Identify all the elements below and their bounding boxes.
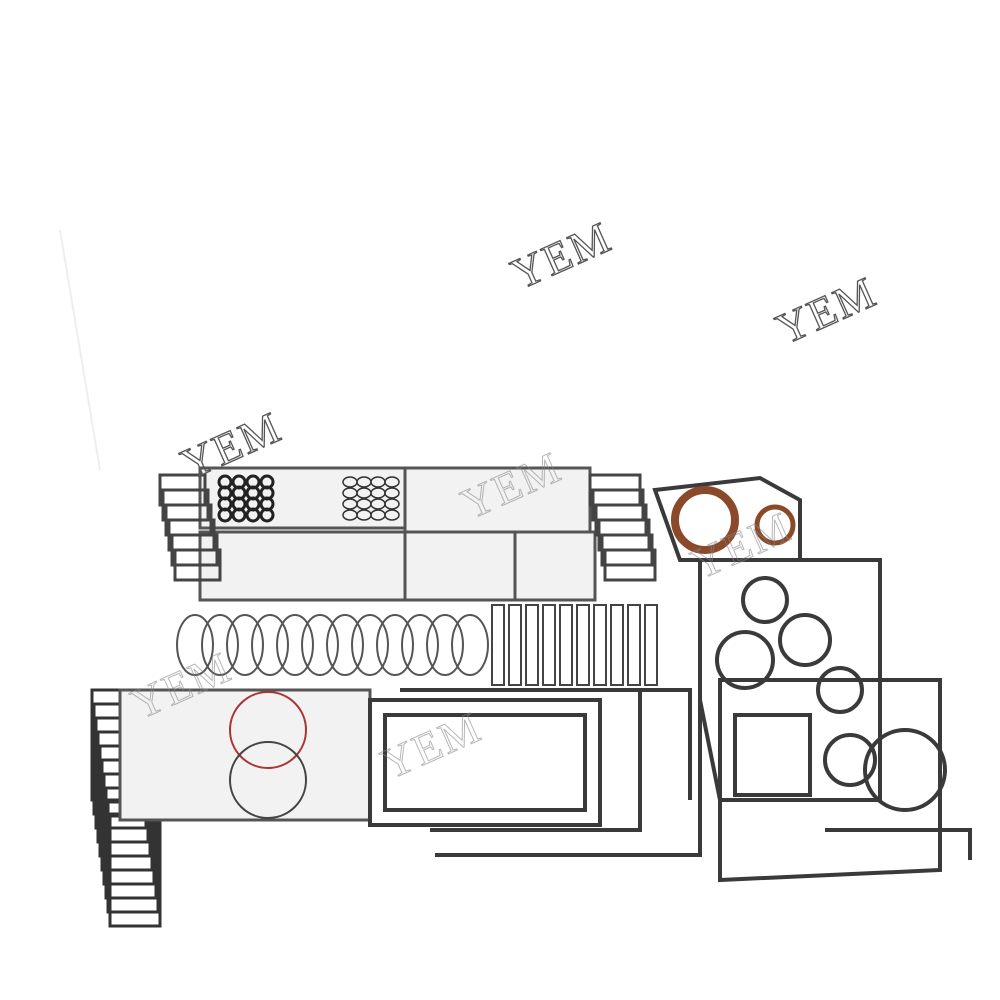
manifold-gasket [610,604,624,686]
manifold-gasket [644,604,658,686]
manifold-gasket [525,604,539,686]
cover-gasket [173,548,222,582]
head-gasket [451,614,489,676]
manifold-gasket [559,604,573,686]
manifold-gasket [627,604,641,686]
o-ring [259,507,275,523]
o-ring [384,476,400,488]
o-ring [217,507,233,523]
rectangular-gaskets-left [90,473,657,928]
head-gasket [301,614,339,676]
head-gasket [401,614,439,676]
backdrop-edge [59,229,101,471]
manifold-gasket [508,604,522,686]
timing-cover-gaskets-right [652,475,972,883]
head-gasket [176,614,214,676]
o-ring [384,487,400,499]
manifold-gasket [491,604,505,686]
head-gasket [426,614,464,676]
cylinder-head-gaskets-row [176,604,658,686]
manifold-gasket [593,604,607,686]
o-ring [384,509,400,521]
head-gasket [201,614,239,676]
center-lower-sheet [118,688,702,857]
head-gasket-sheets-top-left [198,466,597,602]
head-gasket [226,614,264,676]
head-gasket [351,614,389,676]
o-ring [384,498,400,510]
manifold-gasket [576,604,590,686]
head-gasket [376,614,414,676]
cover-gasket [603,548,657,582]
o-ring [245,507,261,523]
head-gasket [326,614,364,676]
head-gasket [251,614,289,676]
o-ring [231,507,247,523]
manifold-gasket [542,604,556,686]
head-gasket [276,614,314,676]
